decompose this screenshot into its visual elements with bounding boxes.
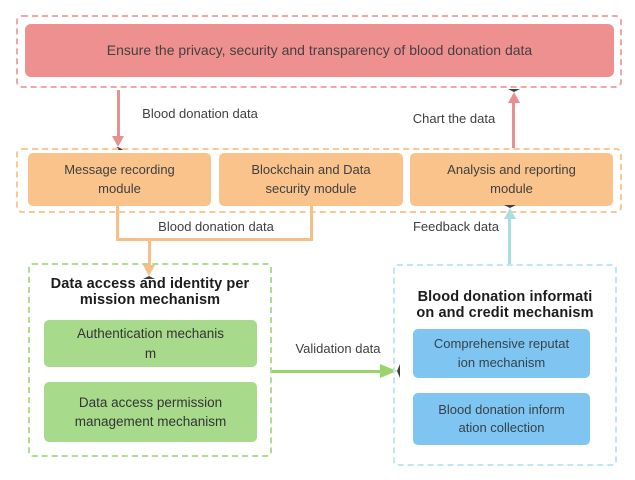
connector-right-drop (310, 206, 313, 241)
node-data-access-line1: Data access permission (78, 394, 223, 410)
label-feedback-data: Feedback data (412, 219, 499, 234)
module-message-recording-line1: Message recording (64, 162, 175, 178)
node-data-access-line2: management mechanism (74, 414, 227, 429)
arrow-shaft (117, 90, 120, 137)
arrow-up-icon (508, 89, 520, 103)
node-data-access-permission: Data access permission management mechan… (44, 382, 257, 442)
arrow-up-icon (504, 205, 516, 219)
privacy-goal-container (16, 15, 622, 88)
node-authentication-mechanism: Authentication mechanis m (44, 320, 257, 367)
connector-horizontal (116, 238, 313, 241)
modules-container (16, 148, 622, 213)
node-reputation-line1: Comprehensive reputat (433, 336, 570, 352)
node-authentication-line1: Authentication mechanis (76, 326, 225, 342)
access-mechanism-title-line1: Data access and identity per (50, 276, 250, 292)
arrow-shaft (512, 99, 515, 148)
arrow-down-icon (143, 265, 155, 279)
arrow-right-icon (380, 364, 400, 378)
node-collection-line1: Blood donation inform (438, 401, 565, 417)
module-blockchain-security-line2: security module (265, 180, 357, 196)
module-message-recording-line2: module (98, 180, 141, 196)
node-comprehensive-reputation: Comprehensive reputat ion mechanism (413, 329, 590, 378)
module-analysis-reporting: Analysis and reporting module (410, 153, 613, 206)
module-analysis-reporting-line2: module (490, 180, 533, 196)
connector-left-drop (116, 206, 119, 241)
module-blockchain-security-line1: Blockchain and Data (251, 162, 371, 178)
access-mechanism-title-line2: mission mechanism (79, 292, 221, 309)
arrow-shaft (272, 370, 382, 373)
arrow-shaft (148, 240, 151, 267)
credit-mechanism-title: Blood donation informati on and credit m… (398, 289, 612, 321)
label-blood-donation-data-mid: Blood donation data (158, 218, 274, 234)
privacy-goal-text: Ensure the privacy, security and transpa… (106, 41, 533, 58)
module-message-recording: Message recording module (28, 153, 211, 206)
module-analysis-reporting-line1: Analysis and reporting (447, 162, 576, 178)
node-collection-line2: ation collection (458, 420, 545, 435)
credit-mechanism-title-line1: Blood donation informati (417, 289, 593, 305)
label-chart-the-data: Chart the data (412, 110, 496, 126)
node-authentication-line2: m (144, 345, 157, 361)
label-validation-data: Validation data (295, 340, 381, 356)
module-blockchain-security: Blockchain and Data security module (219, 153, 403, 206)
node-blood-donation-collection: Blood donation inform ation collection (413, 393, 590, 445)
access-mechanism-container (28, 263, 272, 457)
label-blood-donation-data-top: Blood donation data (142, 105, 258, 121)
privacy-goal-box: Ensure the privacy, security and transpa… (25, 24, 614, 77)
node-reputation-line2: ion mechanism (457, 354, 546, 370)
credit-mechanism-title-line2: on and credit mechanism (416, 305, 594, 322)
arrow-shaft (508, 215, 511, 264)
access-mechanism-title: Data access and identity per mission mec… (34, 276, 266, 308)
credit-mechanism-container (393, 264, 617, 466)
